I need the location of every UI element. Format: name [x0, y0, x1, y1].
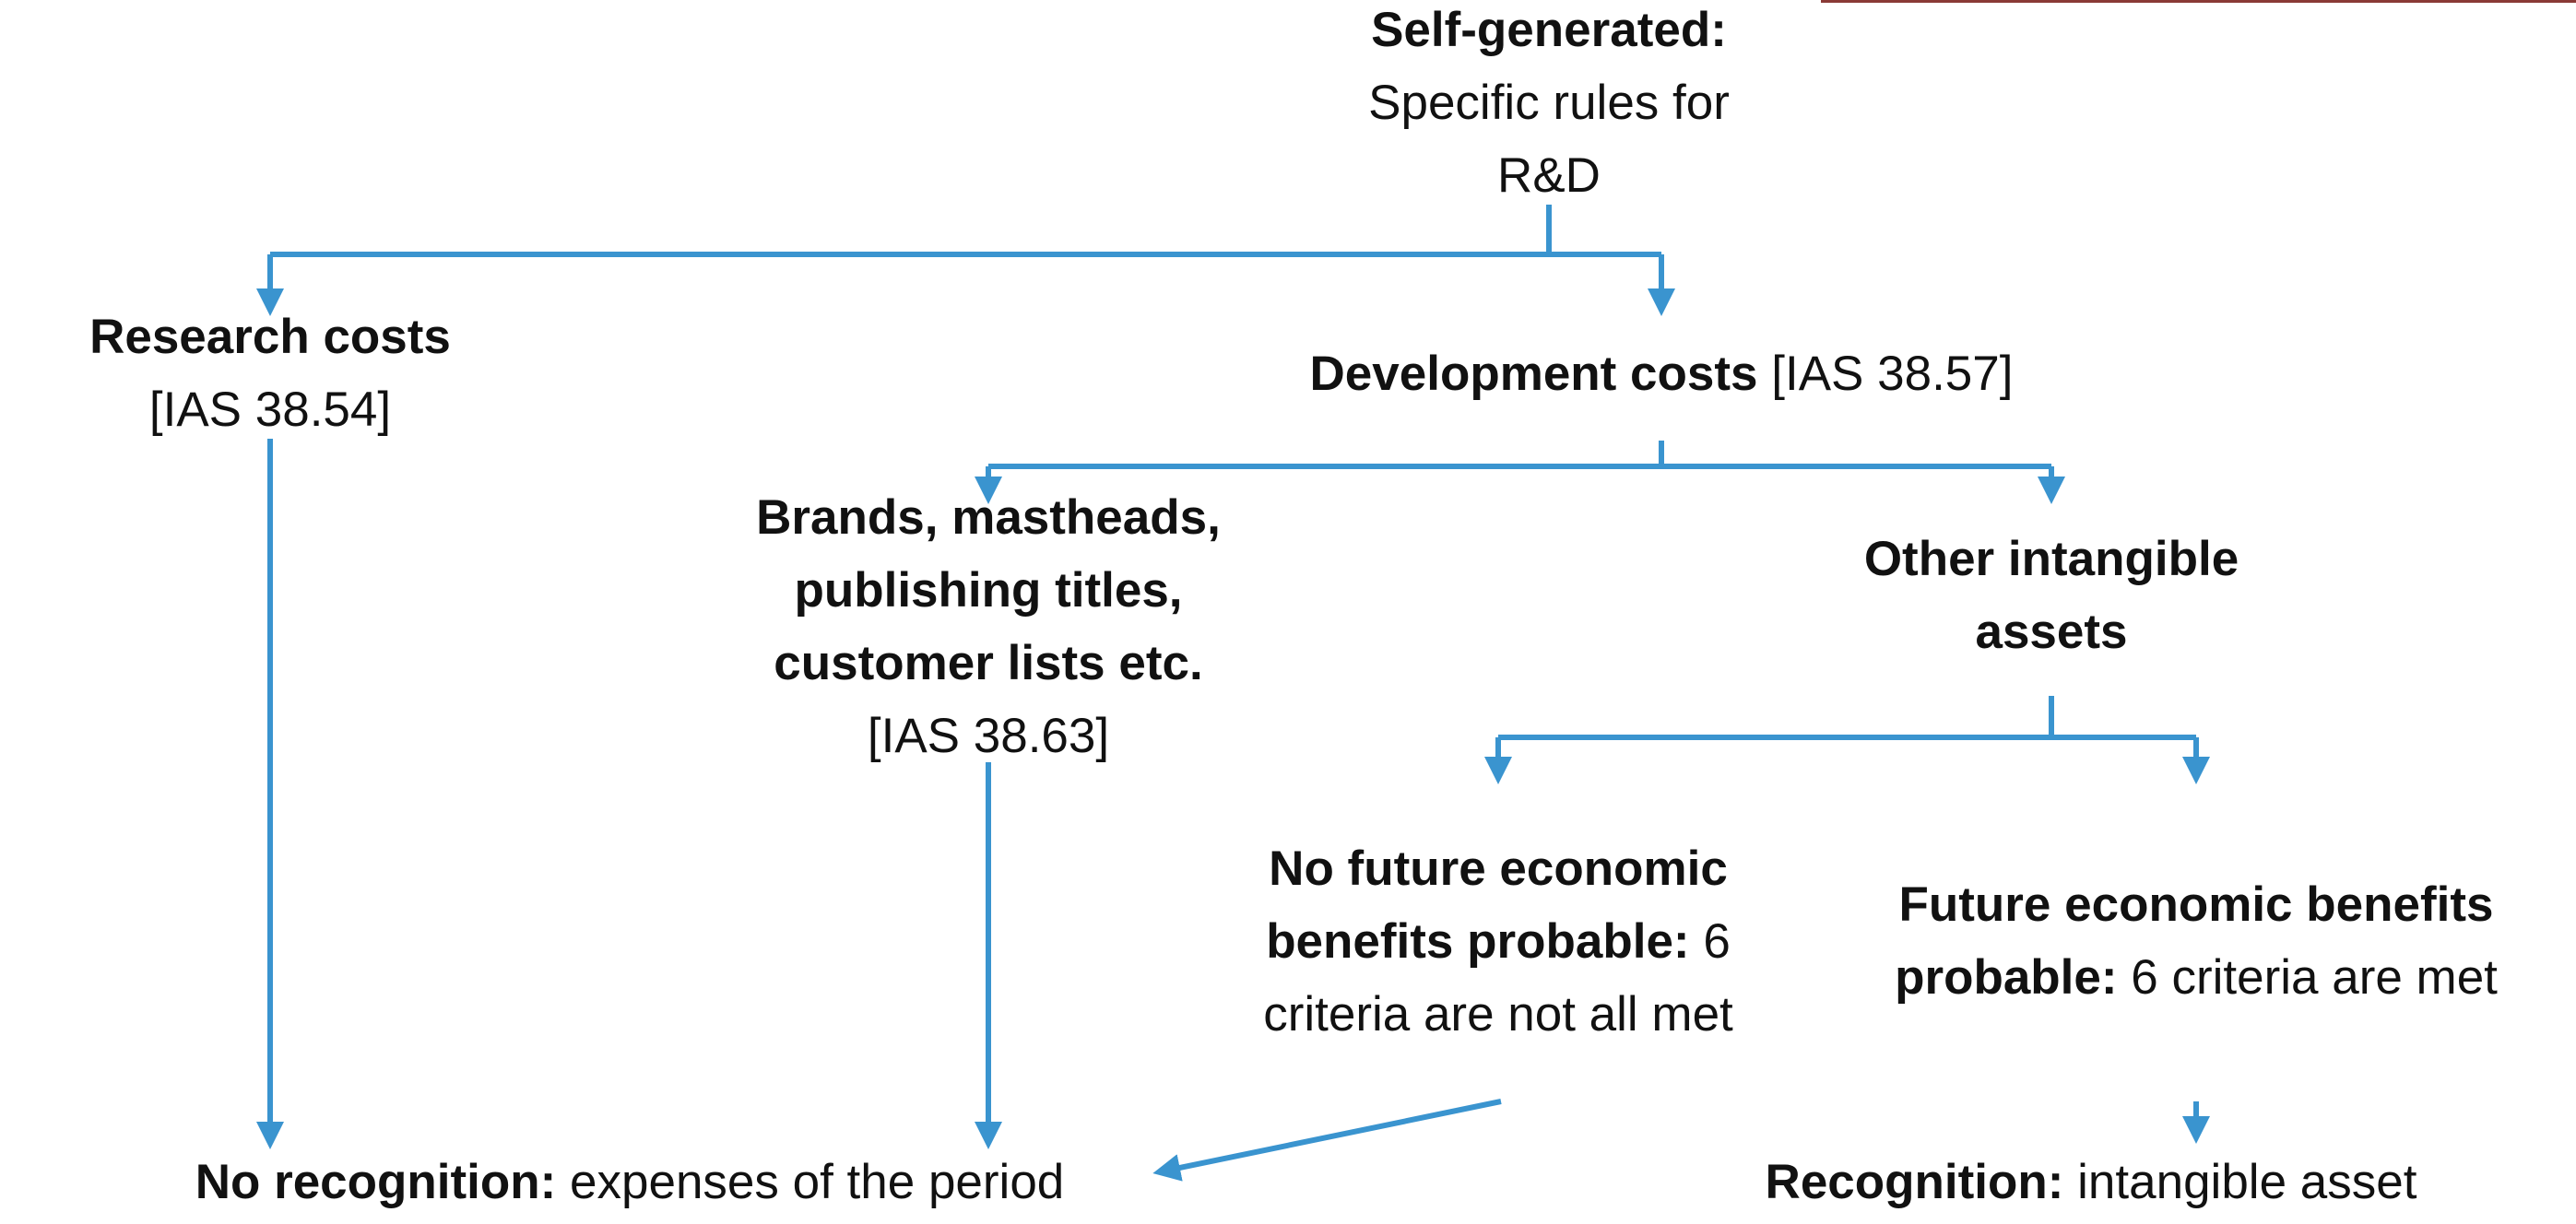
brands-ref: [IAS 38.63] — [867, 709, 1110, 763]
self-generated-title: Self-generated: — [1371, 3, 1727, 57]
node-brands: Brands, mastheads, publishing titles, cu… — [756, 481, 1221, 772]
research-ref: [IAS 38.54] — [148, 382, 392, 437]
brands-line-1: Brands, mastheads, — [756, 490, 1221, 545]
development-title: Development costs — [1309, 347, 1758, 401]
self-generated-text-2: R&D — [1497, 148, 1601, 203]
research-title: Research costs — [89, 310, 451, 364]
brands-line-2: publishing titles, — [794, 563, 1183, 618]
other-line-1: Other intangible — [1863, 532, 2239, 586]
recognition-text: intangible asset — [2077, 1155, 2417, 1209]
no-future-title-1: No future economic — [1269, 842, 1728, 896]
node-self-generated: Self-generated: Specific rules for R&D — [1368, 0, 1730, 212]
node-research-costs: Research costs [IAS 38.54] — [89, 300, 451, 446]
recognition-title: Recognition: — [1765, 1155, 2064, 1209]
node-recognition: Recognition: intangible asset — [1766, 1146, 2417, 1218]
node-future-benefits: Future economic benefits probable: 6 cri… — [1895, 868, 2498, 1014]
node-no-recognition: No recognition: expenses of the period — [195, 1146, 1065, 1218]
no-recognition-title: No recognition: — [195, 1155, 557, 1209]
node-other-intangible: Other intangible assets — [1864, 523, 2239, 668]
node-development-costs: Development costs [IAS 38.57] — [1310, 337, 2014, 410]
self-generated-text-1: Specific rules for — [1368, 76, 1730, 130]
no-future-text-tail: 6 — [1703, 914, 1731, 969]
brands-line-3: customer lists etc. — [774, 636, 1203, 690]
other-line-2: assets — [1975, 605, 2128, 659]
no-recognition-text: expenses of the period — [570, 1155, 1065, 1209]
connector-development-to-branches — [988, 441, 2051, 469]
future-title-2: probable: — [1895, 950, 2118, 1005]
development-ref: [IAS 38.57] — [1771, 347, 2014, 401]
future-title-1: Future economic benefits — [1898, 877, 2494, 932]
no-future-title-2: benefits probable: — [1266, 914, 1690, 969]
node-no-future-benefits: No future economic benefits probable: 6 … — [1263, 832, 1733, 1051]
top-accent-bar — [1821, 0, 2576, 3]
connector-self-to-branches — [270, 205, 1661, 257]
connector-other-to-branches — [1498, 696, 2196, 740]
no-future-text-3: criteria are not all met — [1263, 987, 1733, 1042]
connectors — [256, 205, 2210, 1182]
future-text-tail: 6 criteria are met — [2131, 950, 2498, 1005]
connector-no-future-to-no-recognition — [1152, 1099, 1502, 1182]
